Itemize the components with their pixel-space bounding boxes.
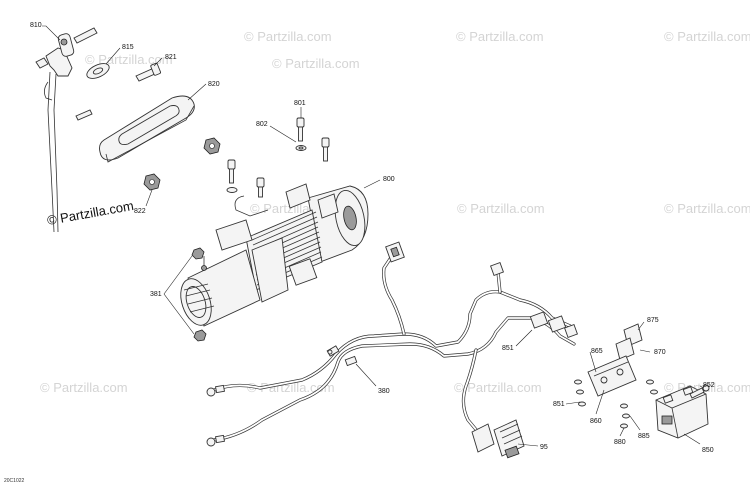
washers-851[interactable] (574, 379, 586, 407)
callout-802: 802 (256, 121, 268, 128)
harness-connector-right[interactable] (490, 262, 504, 276)
nut-381-b[interactable] (193, 329, 207, 342)
callout-852: 852 (703, 382, 715, 389)
callout-380: 380 (378, 388, 390, 395)
callout-870: 870 (654, 349, 666, 356)
winch-800[interactable] (175, 183, 369, 329)
nut-381-a[interactable] (191, 247, 205, 260)
washer-815[interactable] (85, 60, 112, 81)
callout-801: 801 (294, 100, 306, 107)
callout-865: 865 (591, 348, 603, 355)
watermark: © Partzilla.com (456, 29, 544, 44)
watermark: © Partzilla.com (454, 380, 542, 395)
nut-top[interactable] (203, 137, 221, 155)
callout-labels: 810 815 821 820 801 802 800 822 381 380 … (30, 22, 715, 454)
watermark-main: © Partzilla.com (46, 198, 135, 228)
callout-885: 885 (638, 433, 650, 440)
watermark: © Partzilla.com (272, 56, 360, 71)
bracket-865[interactable] (587, 355, 637, 397)
callout-860: 860 (590, 418, 602, 425)
screw-852[interactable] (689, 384, 710, 399)
watermark-layer: © Partzilla.com © Partzilla.com © Partzi… (40, 29, 750, 395)
watermark: © Partzilla.com (40, 380, 128, 395)
callout-810: 810 (30, 22, 42, 29)
callout-822: 822 (134, 208, 146, 215)
watermark: © Partzilla.com (247, 380, 335, 395)
diagram-code: 20C1022 (4, 478, 25, 484)
callout-850: 850 (702, 447, 714, 454)
nuts-880[interactable] (620, 379, 658, 429)
hook-pin[interactable] (73, 27, 98, 44)
callout-821: 821 (165, 54, 177, 61)
callout-815: 815 (122, 44, 134, 51)
callout-381: 381 (150, 291, 162, 298)
leader-lines (42, 25, 705, 447)
nut-822[interactable] (143, 173, 161, 191)
relay-875[interactable] (615, 323, 643, 361)
callout-95: 95 (540, 444, 548, 451)
bolt-801b[interactable] (321, 137, 330, 162)
bolt-821[interactable] (135, 62, 161, 82)
bolt-left-b[interactable] (256, 177, 265, 198)
watermark: © Partzilla.com (664, 201, 750, 216)
callout-875: 875 (647, 317, 659, 324)
harness-connector-mid[interactable] (529, 311, 578, 338)
watermark: © Partzilla.com (244, 29, 332, 44)
watermark: © Partzilla.com (457, 201, 545, 216)
connector-95[interactable] (471, 419, 525, 459)
callout-851-lower: 851 (553, 401, 565, 408)
fairlead-820[interactable] (75, 95, 195, 163)
harness-380[interactable] (206, 254, 576, 447)
contactor-850[interactable] (655, 385, 709, 439)
bolt-left-a[interactable] (226, 159, 238, 193)
callout-820: 820 (208, 81, 220, 88)
bolt-801[interactable] (295, 117, 307, 151)
hook-strap-assembly[interactable] (35, 33, 75, 233)
callout-800: 800 (383, 176, 395, 183)
callout-880: 880 (614, 439, 626, 446)
harness-connector-top[interactable] (385, 241, 405, 263)
watermark: © Partzilla.com (664, 29, 750, 44)
callout-851-upper: 851 (502, 345, 514, 352)
